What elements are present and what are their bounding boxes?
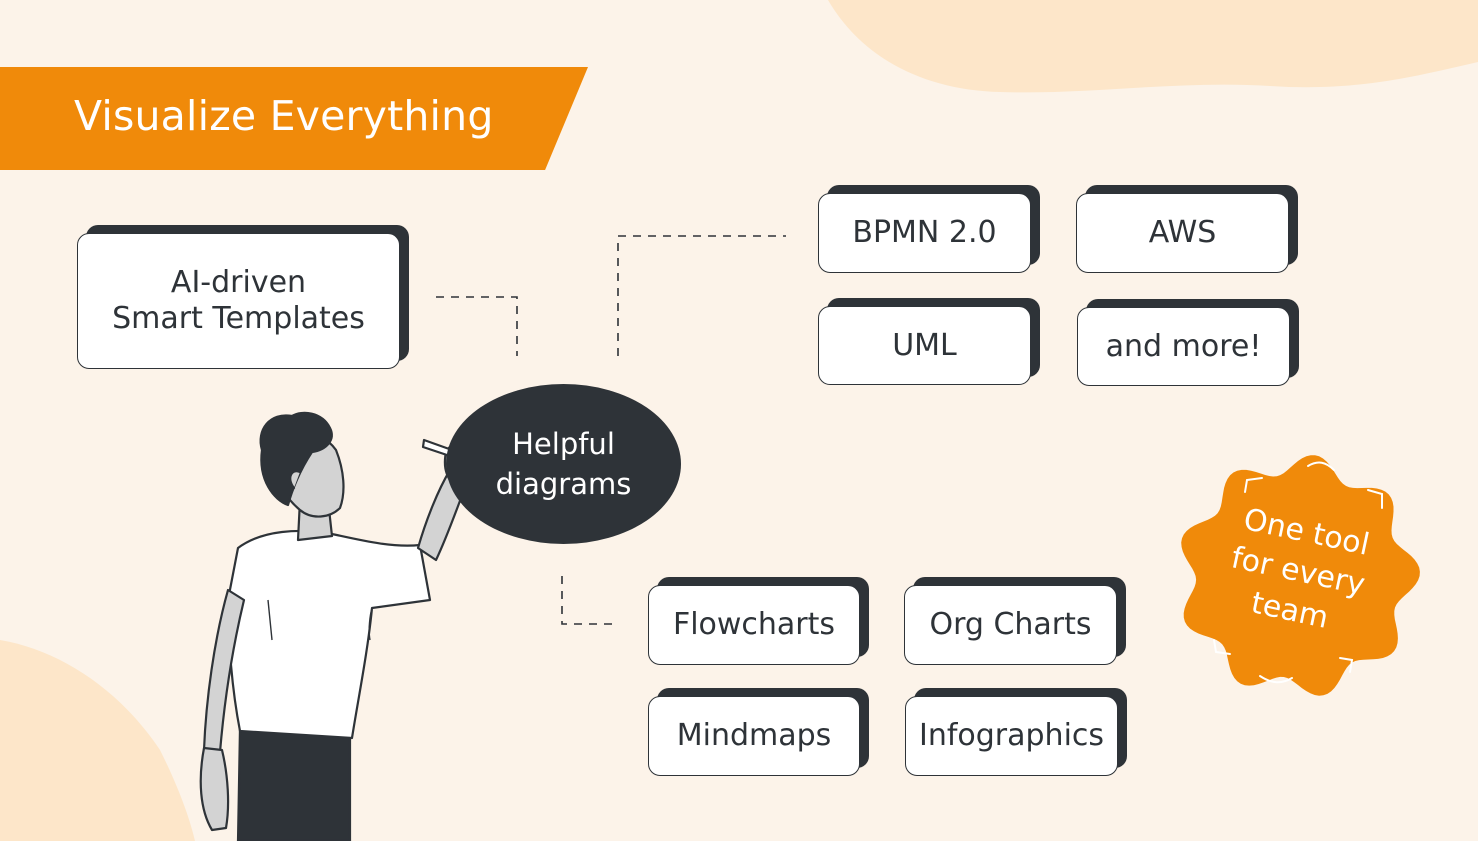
card-org-charts: Org Charts — [904, 585, 1117, 665]
smart-templates-line1: AI-driven — [170, 265, 307, 300]
bubble-line2: diagrams — [495, 467, 632, 501]
person-ear — [289, 470, 302, 490]
card-infographics-label: Infographics — [918, 718, 1105, 753]
card-bpmn: BPMN 2.0 — [818, 193, 1031, 273]
connector-bottom-cards — [561, 576, 618, 625]
person-hair — [259, 411, 333, 507]
background-blob-bottom-left — [0, 640, 195, 841]
banner-title: Visualize Everything — [74, 92, 494, 140]
card-and-more: and more! — [1077, 307, 1290, 386]
card-uml-label: UML — [892, 327, 957, 363]
card-mindmaps: Mindmaps — [648, 696, 860, 776]
card-uml: UML — [818, 306, 1031, 385]
smart-templates-line2: Smart Templates — [112, 301, 365, 336]
card-flowcharts-label: Flowcharts — [672, 607, 836, 642]
card-and-more-label: and more! — [1105, 328, 1262, 364]
connector-smart-templates — [436, 296, 518, 356]
card-bpmn-label: BPMN 2.0 — [852, 215, 997, 250]
card-infographics: Infographics — [905, 696, 1118, 776]
person-left-hand — [199, 746, 230, 832]
bubble-line1: Helpful — [512, 427, 615, 461]
title-banner — [0, 67, 588, 170]
card-org-charts-label: Org Charts — [929, 607, 1092, 642]
helpful-diagrams-bubble: Helpful diagrams — [446, 384, 681, 544]
card-flowcharts: Flowcharts — [648, 585, 860, 665]
card-aws-label: AWS — [1148, 215, 1217, 250]
card-aws: AWS — [1076, 193, 1289, 273]
smart-templates-card: AI-driven Smart Templates — [77, 233, 400, 369]
connector-top-cards — [617, 235, 786, 356]
card-mindmaps-label: Mindmaps — [676, 718, 832, 753]
